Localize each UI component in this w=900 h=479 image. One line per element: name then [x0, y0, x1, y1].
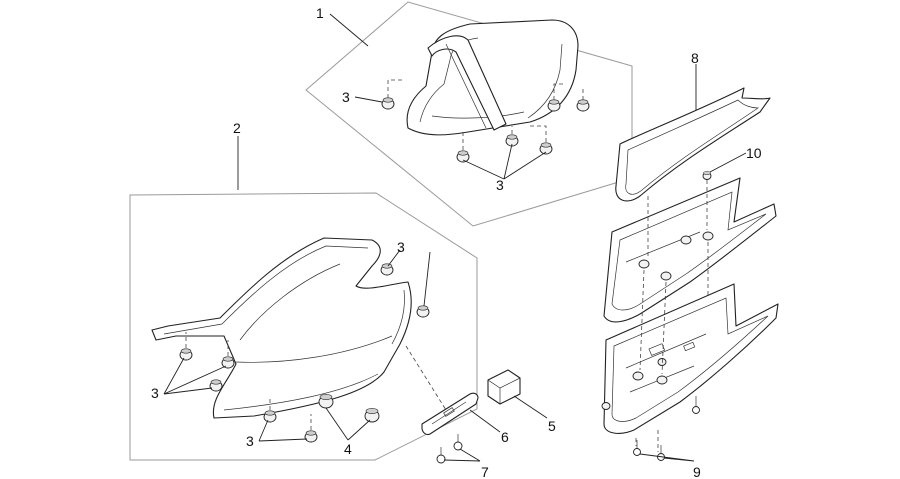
grommet-3-d	[456, 150, 470, 163]
callout-9: 9	[693, 464, 701, 479]
grommet-3-k	[209, 379, 223, 392]
grommet-3-l	[263, 410, 277, 423]
callout-1: 1	[316, 5, 324, 21]
screw-9-b	[657, 445, 665, 461]
tail-lower-tray	[601, 283, 779, 434]
callout-3-rider-top: 3	[397, 239, 405, 255]
callout-3-rider-left: 3	[151, 385, 159, 401]
screw-7-a	[436, 447, 446, 464]
grommet-3-m	[304, 430, 318, 443]
callout-3-rider-bottom: 3	[246, 433, 254, 449]
passenger-seat	[406, 19, 579, 136]
frame-passenger-seat-group	[305, 1, 633, 227]
grommet-10	[702, 171, 712, 180]
callout-6: 6	[501, 429, 509, 445]
grommet-3-c	[576, 99, 590, 112]
grommet-3-j	[221, 356, 235, 369]
pad-5	[487, 369, 521, 405]
screw-9-a	[633, 440, 641, 456]
grommet-3-h	[416, 305, 430, 318]
callout-labels: 1 2 3 3 3 3 3 4 5 6 7 8 9 10	[151, 5, 762, 479]
seat-bracket	[421, 392, 479, 436]
tail-assembly-guides	[635, 180, 709, 452]
tail-cover-8	[615, 87, 771, 202]
grommet-3-b	[547, 99, 561, 112]
callout-10: 10	[746, 145, 762, 161]
rider-seat	[151, 237, 412, 419]
frame-rider-seat-group	[129, 192, 478, 461]
callout-7: 7	[481, 464, 489, 479]
grommet-3-a	[381, 97, 395, 110]
grommet-3-i	[179, 348, 193, 361]
spacer-4-b	[364, 408, 380, 423]
callout-3-passenger-bottom: 3	[496, 177, 504, 193]
rider-seat-grommets	[179, 263, 447, 443]
callout-4: 4	[344, 441, 352, 457]
grommet-3-g	[380, 263, 394, 276]
callout-5: 5	[548, 418, 556, 434]
screw-9-c	[692, 396, 700, 414]
tail-middle-tray	[603, 177, 777, 323]
callout-2: 2	[233, 120, 241, 136]
screws-7	[436, 434, 463, 464]
passenger-seat-grommets	[381, 79, 590, 163]
leader-lines	[163, 13, 747, 462]
callout-8: 8	[691, 50, 699, 66]
callout-3-passenger-left: 3	[342, 89, 350, 105]
grommet-3-f	[539, 142, 553, 155]
spacer-4-a	[318, 394, 334, 409]
screw-7-b	[453, 434, 463, 451]
